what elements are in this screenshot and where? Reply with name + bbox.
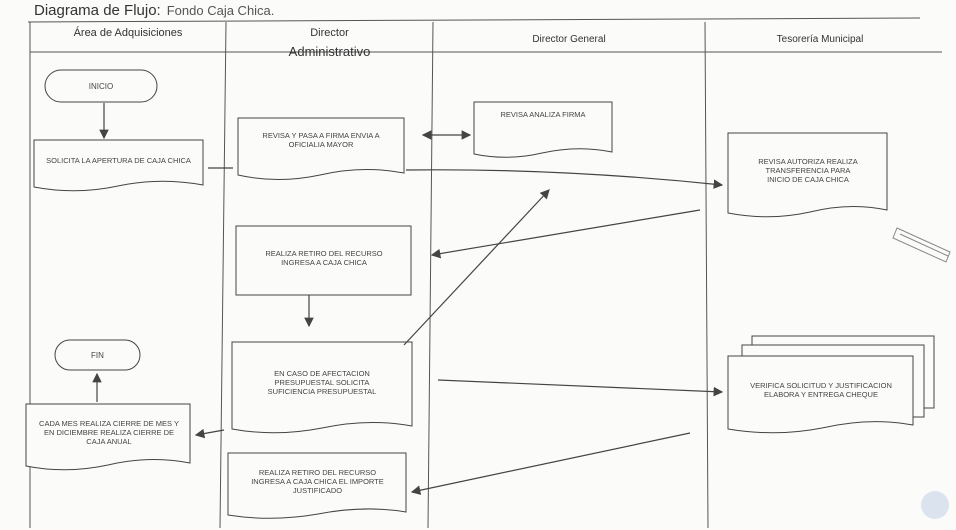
node-realiza-retiro: REALIZA RETIRO DEL RECURSO INGRESA A CAJ… [265, 249, 383, 267]
doc-shape-cada-mes [25, 403, 191, 471]
node-en-caso: EN CASO DE AFECTACION PRESUPUESTAL SOLIC… [267, 368, 377, 396]
node-fin: FIN [91, 350, 104, 360]
lane-header-director-general-text: Director General [532, 34, 606, 45]
diagram-title-subject: Fondo Caja Chica. [166, 3, 275, 18]
doc-shape-revisa-analiza [473, 101, 613, 158]
node-cada-mes: CADA MES REALIZA CIERRE DE MES Y EN DICI… [39, 418, 179, 446]
node-inicio: INICIO [88, 81, 114, 91]
diagram-title: Diagrama de Flujo: Fondo Caja Chica. [34, 2, 274, 19]
doc-shape-revisa-autoriza [727, 132, 888, 218]
process-shape-realiza-retiro [235, 225, 412, 296]
node-verifica: VERIFICA SOLICITUD Y JUSTIFICACION ELABO… [750, 381, 892, 399]
doc-shape-realiza-retiro-2 [227, 452, 407, 519]
lane-header-adquisiciones-text: Área de Adquisiciones [73, 27, 183, 39]
node-revisa-autoriza: REVISA AUTORIZA REALIZA TRANSFERENCIA PA… [758, 156, 858, 184]
start-terminator-shape [44, 69, 158, 103]
doc-shape-en-caso [231, 341, 413, 434]
arrow-autoriza-retiro [430, 209, 701, 259]
lane-header-director-admin-line1: Director [310, 27, 349, 39]
lane-header-adquisiciones: Área de Adquisiciones [30, 26, 226, 41]
arrow-encaso-verifica [437, 379, 724, 397]
lane-header-director-admin: Director Administrativo [226, 26, 433, 59]
arrow-encaso-cadames [194, 428, 225, 439]
node-realiza-retiro-2: REALIZA RETIRO DEL RECURSO INGRESA A CAJ… [251, 467, 384, 495]
scan-mark-shape [892, 227, 951, 263]
lane-divider-1 [219, 21, 227, 529]
doc-shape-solicita [33, 139, 204, 192]
lane-header-director-admin-line2: Administrativo [288, 44, 371, 59]
lane-header-tesoreria-text: Tesorería Municipal [776, 34, 864, 45]
lane-header-tesoreria: Tesorería Municipal [705, 32, 935, 47]
doc-shape-revisa-pasa [237, 117, 405, 180]
arrow-revisa-autoriza [405, 169, 724, 189]
doc-shape-verifica [727, 355, 914, 434]
end-terminator-shape [54, 339, 141, 371]
arrow-verifica-retiro2 [410, 432, 691, 495]
lane-header-director-general: Director General [433, 32, 705, 47]
scan-mark-line [899, 233, 949, 257]
node-revisa-analiza: REVISA ANALIZA FIRMA [500, 110, 586, 119]
node-revisa-pasa: REVISA Y PASA A FIRMA ENVIA A OFICIALIA … [262, 131, 380, 149]
lane-divider-2 [427, 21, 434, 529]
node-solicita: SOLICITA LA APERTURA DE CAJA CHICA [46, 155, 191, 165]
frame-top-line [27, 17, 921, 23]
lane-divider-3 [704, 21, 709, 529]
stamp-mark [921, 491, 949, 519]
arrow-encaso-analiza [403, 189, 550, 346]
diagram-title-label: Diagrama de Flujo: [34, 2, 161, 19]
